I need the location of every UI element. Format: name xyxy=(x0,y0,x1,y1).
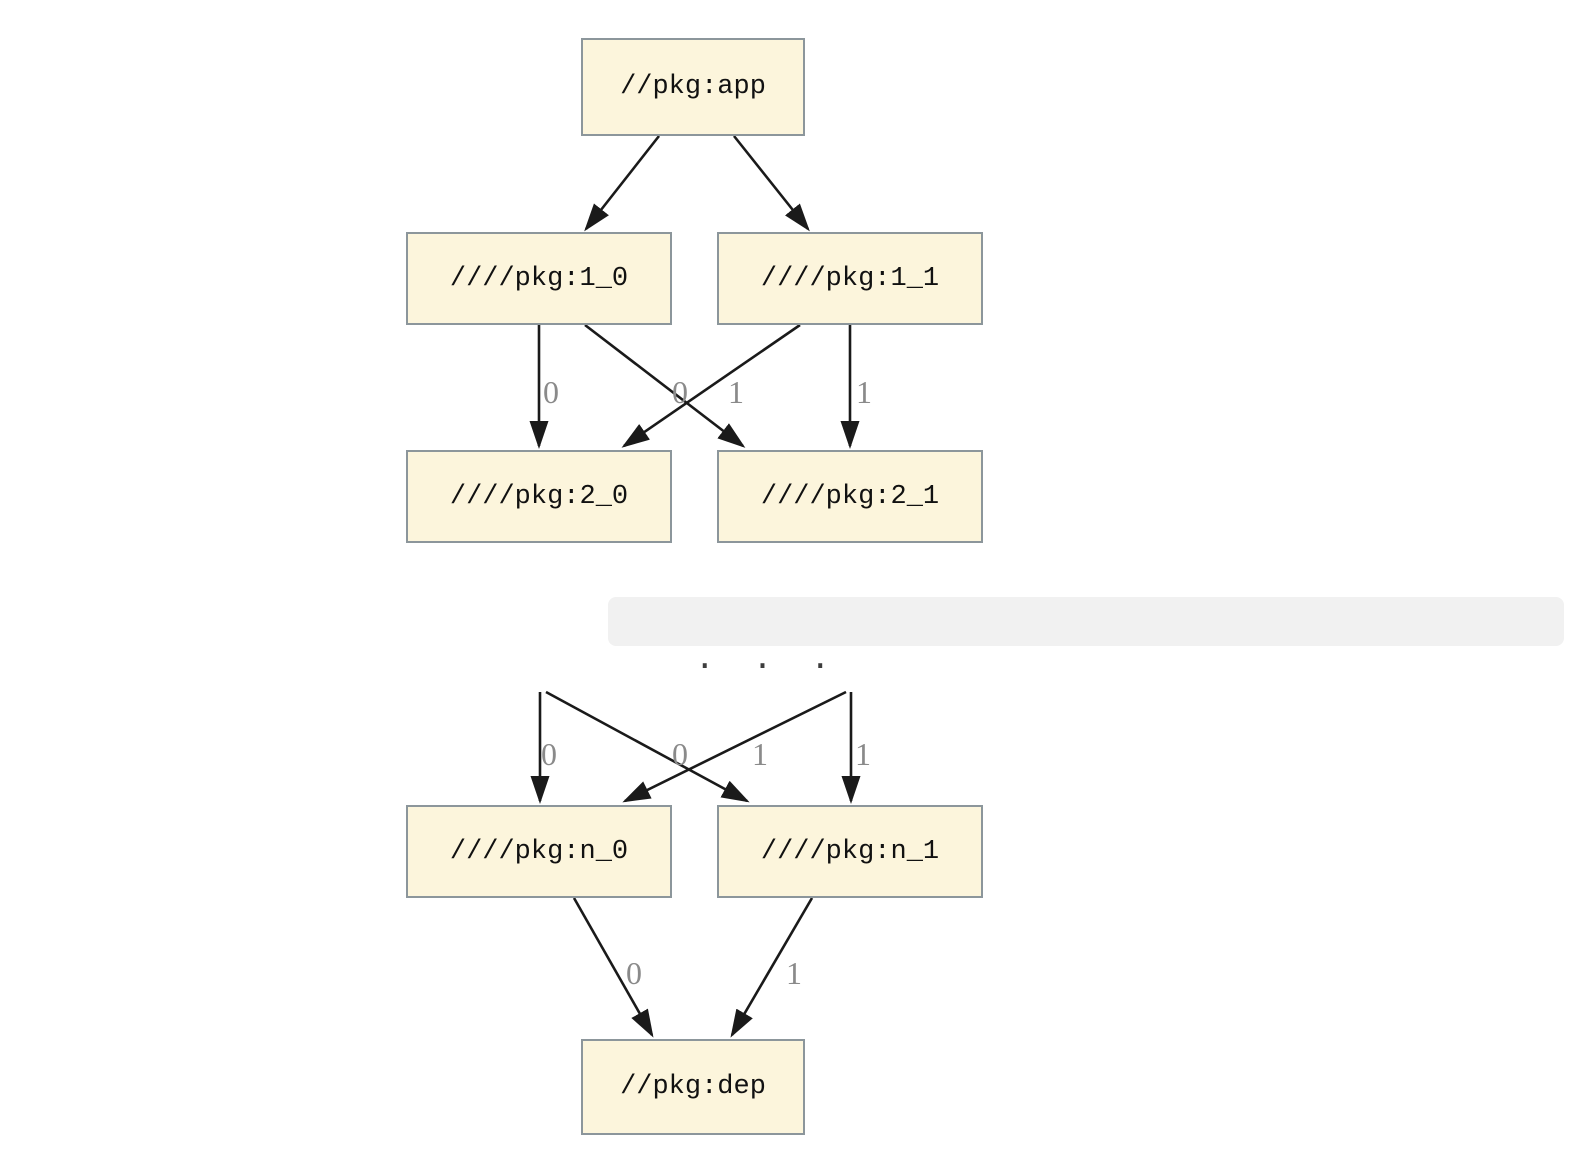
node-label: ////pkg:1_1 xyxy=(760,263,940,294)
edge-1_0-to-2_1 xyxy=(584,323,746,448)
edge-label: 0 xyxy=(672,374,688,410)
edge-app-to-1_0 xyxy=(584,135,661,232)
node-label: //pkg:app xyxy=(620,72,766,102)
node-label: ////pkg:n_1 xyxy=(760,836,940,867)
edge-ellipsis-to-n_1-diagonal xyxy=(545,690,750,803)
node-label: //pkg:dep xyxy=(620,1072,766,1102)
edge-label: 0 xyxy=(543,374,559,410)
edge-ellipsis-to-n_0-diagonal xyxy=(622,690,847,803)
node-label: ////pkg:n_0 xyxy=(449,836,629,867)
node-pkg-1_1: ////pkg:1_1 xyxy=(717,232,983,325)
collapsed-levels-ellipsis: . . . xyxy=(608,597,1564,673)
edge-label: 1 xyxy=(856,374,872,410)
node-pkg-1_0: ////pkg:1_0 xyxy=(406,232,672,325)
edge-app-to-1_1 xyxy=(732,135,810,232)
edge-label: 0 xyxy=(541,736,557,772)
edge-label: 1 xyxy=(752,736,768,772)
node-pkg-dep: //pkg:dep xyxy=(581,1039,805,1135)
ellipsis-dots: . . . xyxy=(695,638,830,676)
node-pkg-n_1: ////pkg:n_1 xyxy=(717,805,983,898)
node-pkg-2_1: ////pkg:2_1 xyxy=(717,450,983,543)
edge-n_0-to-dep xyxy=(572,897,654,1038)
edge-1_1-to-2_0 xyxy=(621,323,801,448)
edge-n_1-to-dep xyxy=(730,897,814,1038)
edge-label: 1 xyxy=(855,736,871,772)
edge-label: 1 xyxy=(728,374,744,410)
edge-label: 0 xyxy=(672,736,688,772)
node-pkg-app: //pkg:app xyxy=(581,38,805,136)
node-label: ////pkg:2_0 xyxy=(449,481,629,512)
edge-label: 0 xyxy=(626,955,642,991)
node-label: ////pkg:2_1 xyxy=(760,481,940,512)
node-pkg-2_0: ////pkg:2_0 xyxy=(406,450,672,543)
node-label: ////pkg:1_0 xyxy=(449,263,629,294)
node-pkg-n_0: ////pkg:n_0 xyxy=(406,805,672,898)
edge-label: 1 xyxy=(786,955,802,991)
